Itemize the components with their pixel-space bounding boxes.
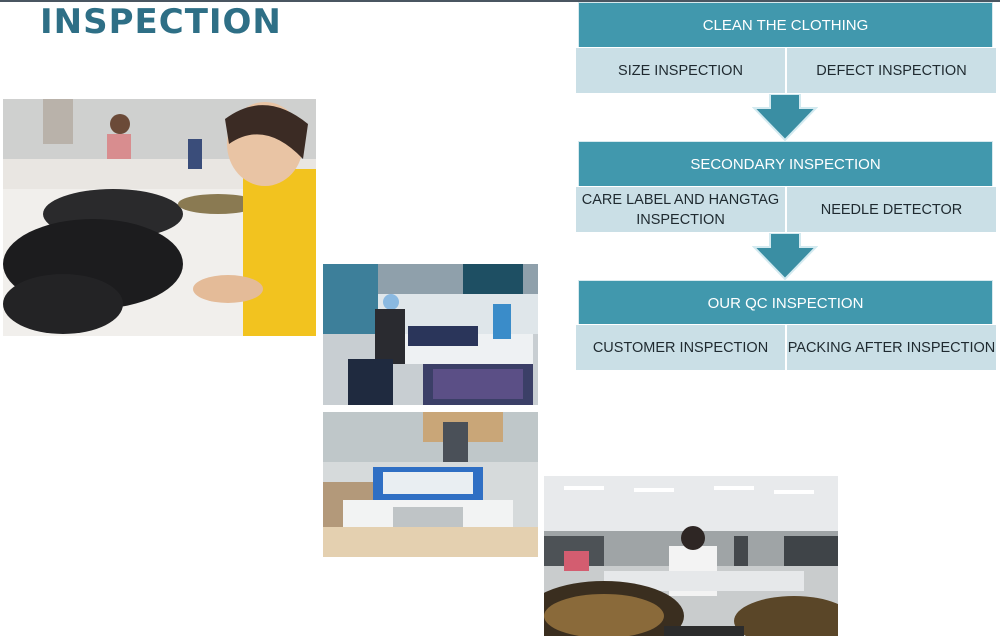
needle-detector-cell: NEEDLE DETECTOR [786, 186, 997, 233]
top-rule [0, 0, 1000, 2]
factory-floor-photo [544, 476, 838, 636]
step-qc-row: CUSTOMER INSPECTION PACKING AFTER INSPEC… [575, 324, 997, 371]
worker-folding-garments-photo [3, 99, 316, 336]
step-secondary-row: CARE LABEL AND HANGTAG INSPECTION NEEDLE… [575, 186, 997, 233]
needle-detector-machine-photo [323, 412, 538, 557]
step-qc-header: OUR QC INSPECTION [578, 280, 993, 326]
down-arrow-icon [752, 233, 818, 281]
step-clean-header: CLEAN THE CLOTHING [578, 2, 993, 48]
step-clean-row: SIZE INSPECTION DEFECT INSPECTION [575, 47, 997, 94]
customer-inspection-cell: CUSTOMER INSPECTION [575, 324, 786, 371]
defect-inspection-cell: DEFECT INSPECTION [786, 47, 997, 94]
step-secondary-header: SECONDARY INSPECTION [578, 141, 993, 187]
page-title: INSPECTION [40, 2, 282, 42]
care-label-inspection-cell: CARE LABEL AND HANGTAG INSPECTION [575, 186, 786, 233]
inspection-tables-photo [323, 264, 538, 405]
size-inspection-cell: SIZE INSPECTION [575, 47, 786, 94]
down-arrow-icon [752, 94, 818, 142]
packing-after-inspection-cell: PACKING AFTER INSPECTION [786, 324, 997, 371]
